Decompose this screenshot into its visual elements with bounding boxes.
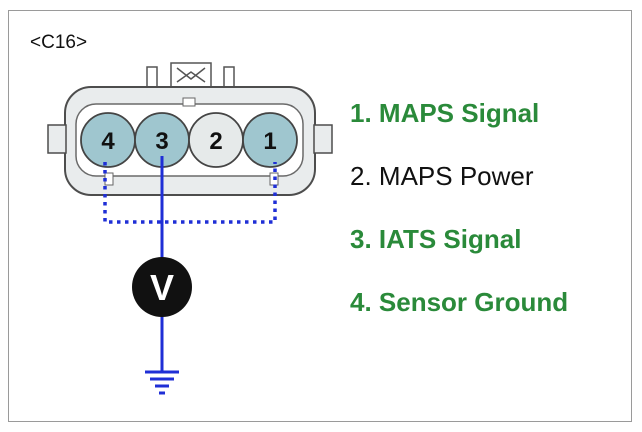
connector-label: <C16>	[30, 32, 88, 53]
legend-item-4: 4. Sensor Ground	[350, 287, 569, 317]
pin-legend: 1. MAPS Signal 2. MAPS Power 3. IATS Sig…	[350, 82, 568, 334]
connector-latch	[146, 62, 235, 88]
pin-2-number: 2	[209, 128, 222, 155]
legend-item-3: 3. IATS Signal	[350, 224, 522, 254]
pin-2: 2	[188, 112, 244, 168]
dotted-jumper-wire	[103, 162, 277, 224]
pin-3-number: 3	[155, 128, 168, 155]
voltmeter-symbol: V	[150, 267, 174, 308]
pin-4: 4	[80, 112, 136, 168]
pin-1: 1	[242, 112, 298, 168]
pin-1-number: 1	[263, 128, 276, 155]
pin-4-number: 4	[101, 128, 115, 155]
legend-item-2: 2. MAPS Power	[350, 161, 534, 191]
voltmeter-icon: V	[132, 257, 192, 317]
legend-item-1: 1. MAPS Signal	[350, 98, 540, 128]
ground-icon	[145, 370, 179, 395]
diagram-frame	[8, 10, 632, 422]
